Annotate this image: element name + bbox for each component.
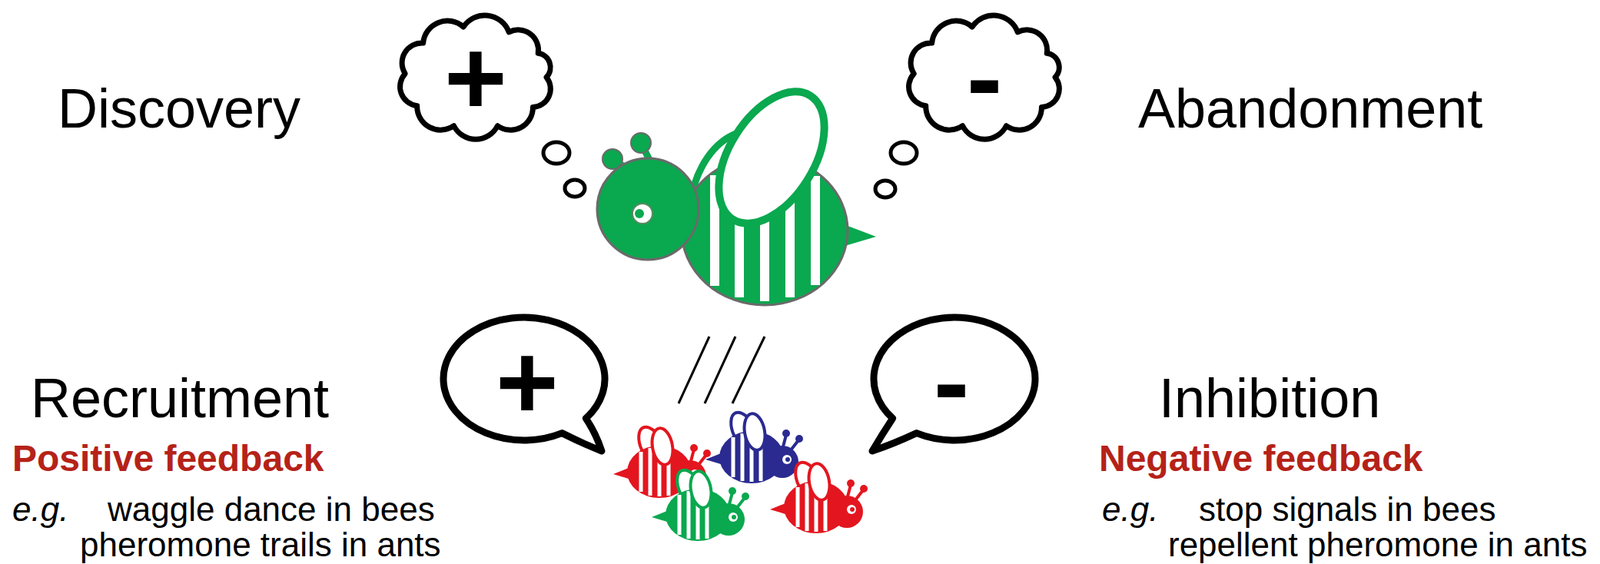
node-text-group: + bbox=[438, 314, 617, 450]
speech-bubble: - bbox=[862, 311, 1041, 458]
bubble-outline bbox=[872, 317, 1036, 452]
feedback-label: Negative feedback bbox=[1098, 440, 1424, 478]
example-text: stop signals in bees bbox=[1198, 492, 1496, 527]
bubble-outline bbox=[443, 317, 605, 452]
red-bee bbox=[770, 458, 868, 534]
sign-symbol: - bbox=[966, 23, 1003, 132]
blue-bee bbox=[705, 408, 804, 484]
stage-title: Discovery bbox=[57, 80, 301, 137]
motion-line bbox=[678, 336, 710, 404]
node-text-group: - bbox=[896, 9, 1073, 145]
example-prefix: e.g. bbox=[1102, 492, 1159, 527]
stage-title: Inhibition bbox=[1158, 370, 1381, 426]
feedback-label: Positive feedback bbox=[12, 440, 325, 478]
bee-antenna-tip bbox=[630, 132, 651, 153]
thought-puff bbox=[564, 179, 585, 197]
example-prefix: e.g. bbox=[12, 492, 69, 527]
bee-stripe bbox=[810, 175, 820, 286]
thought-puff bbox=[890, 142, 917, 164]
bee-wing bbox=[697, 73, 847, 242]
stage-title: Recruitment bbox=[30, 370, 329, 426]
sign-symbol: - bbox=[933, 328, 970, 436]
motion-line bbox=[732, 336, 765, 404]
thought-cloud: - bbox=[896, 9, 1073, 145]
motion-line bbox=[704, 336, 736, 404]
sign-symbol: + bbox=[495, 328, 559, 436]
example-text: repellent pheromone in ants bbox=[1168, 527, 1587, 562]
bee-head bbox=[597, 158, 699, 260]
example-text: waggle dance in bees bbox=[107, 492, 435, 527]
green-small-bee bbox=[651, 466, 750, 542]
example-text: pheromone trails in ants bbox=[79, 527, 442, 562]
thought-cloud: + bbox=[388, 9, 564, 145]
motion-lines bbox=[678, 336, 765, 404]
thought-puff bbox=[543, 142, 570, 164]
stage-title: Abandonment bbox=[1138, 80, 1483, 137]
bee-eye bbox=[632, 203, 653, 224]
node-text-group: - bbox=[862, 314, 1041, 450]
sign-symbol: + bbox=[444, 23, 508, 132]
speech-bubble: + bbox=[438, 311, 617, 458]
green-bee bbox=[597, 73, 877, 306]
node-text-group: + bbox=[388, 9, 564, 145]
cloud-outline bbox=[909, 15, 1060, 140]
cloud-outline bbox=[400, 15, 552, 140]
bee-pupil bbox=[634, 209, 644, 219]
thought-puff bbox=[875, 180, 896, 198]
